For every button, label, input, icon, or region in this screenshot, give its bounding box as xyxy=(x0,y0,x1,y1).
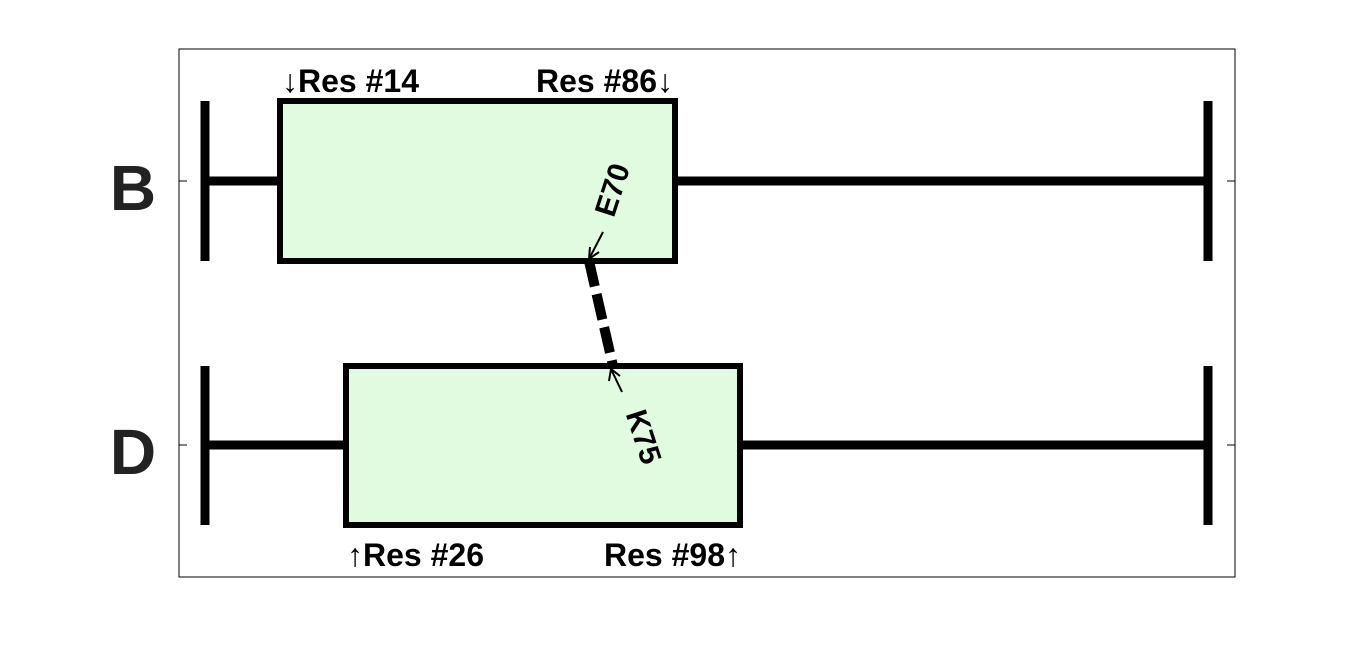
chain-d-domain-end-label: Res #98↑ xyxy=(604,537,741,573)
chain-b-domain-end-label: Res #86↓ xyxy=(536,63,673,99)
chain-b-domain-start-label: ↓Res #14 xyxy=(282,63,419,99)
contact-arrow-e70 xyxy=(587,231,604,262)
chain-label-b: B xyxy=(110,152,156,224)
chain-label-d: D xyxy=(110,416,156,488)
contact-arrow-k75 xyxy=(608,367,623,393)
chain-b-track xyxy=(200,98,1213,264)
plot-frame xyxy=(178,48,1236,578)
contact-line xyxy=(584,259,618,368)
chain-b-domain-box xyxy=(277,98,678,264)
chain-d-track xyxy=(200,363,1213,528)
chain-d-domain-start-label: ↑Res #26 xyxy=(347,537,484,573)
chain-d-domain-box xyxy=(343,363,743,528)
